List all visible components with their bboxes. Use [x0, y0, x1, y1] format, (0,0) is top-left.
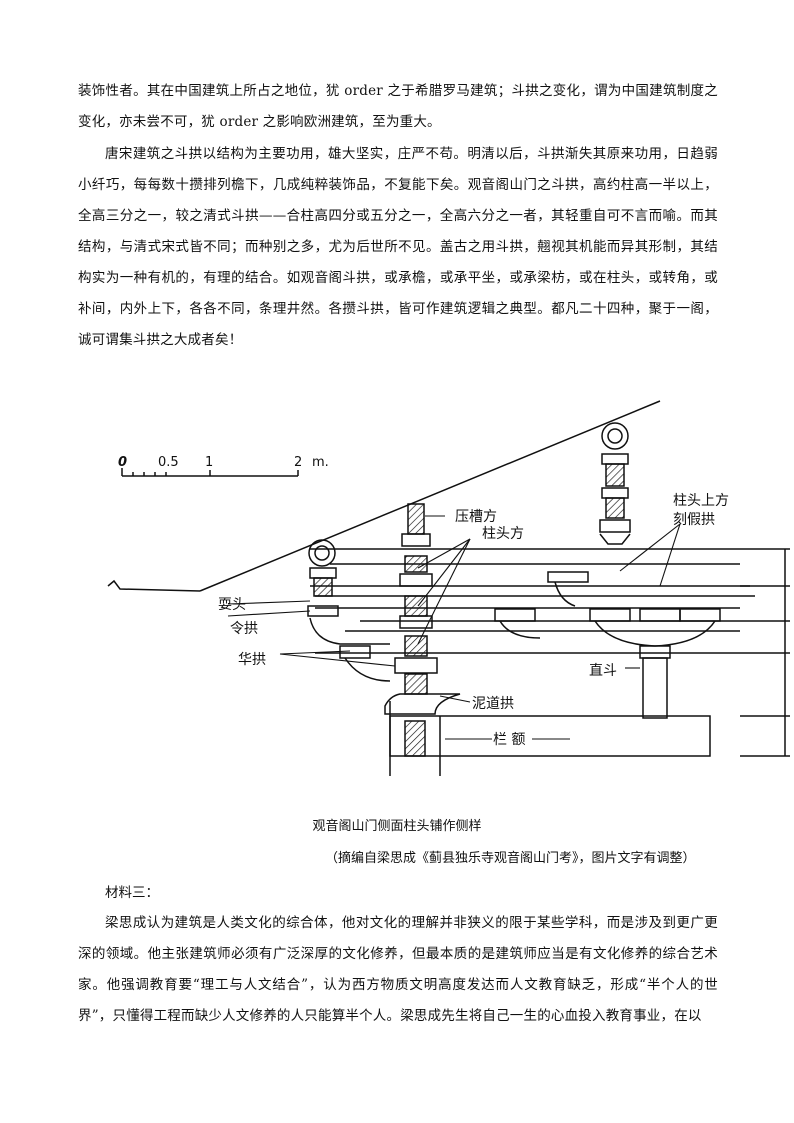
bracket-section-diagram: 0 0.5 1 2 m. 压槽方 柱头方 柱头上方 刻假拱 耍头 令拱 华拱 直…	[107, 400, 790, 776]
lintel	[389, 715, 711, 757]
label-nidaogong: 泥道拱	[472, 696, 514, 712]
scale-05-label: 0.5	[158, 455, 179, 470]
label-kejiagong-line1: 柱头上方	[673, 493, 729, 509]
label-kejiagong-line2: 刻假拱	[673, 512, 715, 528]
paragraph-1: 装饰性者。其在中国建筑上所占之地位，犹 order 之于希腊罗马建筑；斗拱之变化…	[78, 83, 718, 130]
label-huagong: 华拱	[238, 652, 266, 668]
scale-0-label: 0	[118, 455, 127, 470]
paragraph-2: 唐宋建筑之斗拱以结构为主要功用，雄大坚实，庄严不苟。明清以后，斗拱渐失其原来功用…	[78, 146, 718, 348]
scale-2-label: 2	[294, 455, 302, 470]
figure-source: （摘编自梁思成《蓟县独乐寺观音阁山门考》，图片文字有调整）	[325, 851, 696, 866]
scale-unit-label: m.	[312, 455, 329, 470]
label-shuatou: 耍头	[218, 597, 246, 613]
eave-purlin-right	[601, 422, 629, 450]
label-zhutoufang: 柱头方	[482, 526, 524, 542]
eave-purlin-left	[308, 539, 336, 567]
figure-caption: 观音阁山门侧面柱头铺作侧样	[312, 819, 482, 834]
label-yacaofang: 压槽方	[455, 509, 497, 525]
label-lan-e: 栏 额	[493, 732, 525, 748]
eave-end	[107, 579, 201, 592]
scale-1-label: 1	[205, 455, 213, 470]
material-3-heading: 材料三：	[105, 885, 159, 901]
label-zhidou: 直斗	[589, 662, 617, 679]
label-linggong: 令拱	[230, 621, 258, 637]
roof-slope	[199, 400, 661, 592]
paragraph-3: 梁思成认为建筑是人类文化的综合体，他对文化的理解并非狭义的限于某些学科，而是涉及…	[78, 915, 718, 1024]
